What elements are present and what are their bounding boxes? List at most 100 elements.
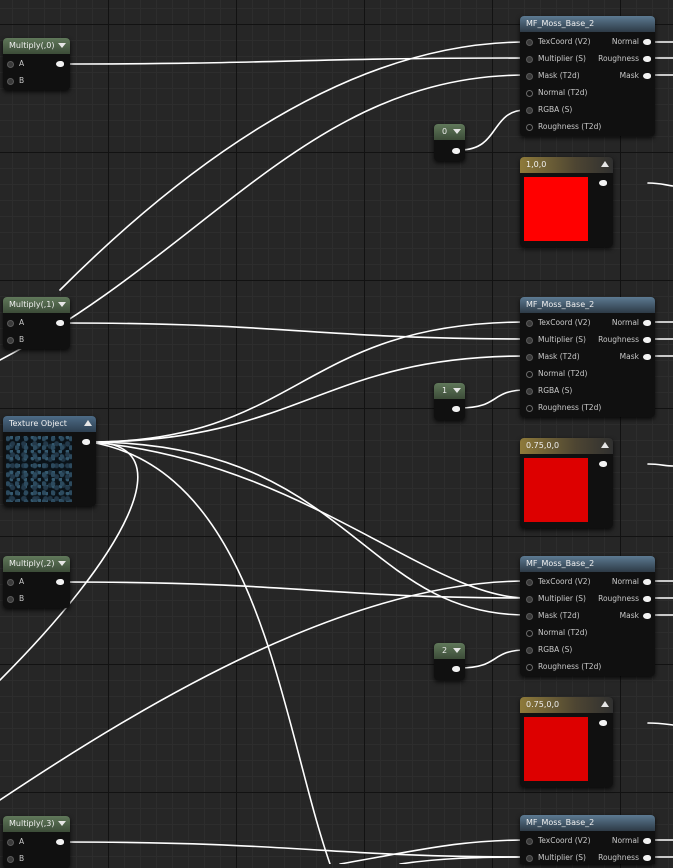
input-pin-a[interactable]: A — [7, 59, 24, 69]
input-pin-a[interactable]: A — [7, 837, 24, 847]
wire — [89, 321, 527, 443]
wire — [59, 41, 527, 291]
node-title: MF_Moss_Base_2 — [526, 19, 595, 28]
collapse-arrow-icon[interactable] — [58, 302, 66, 307]
output-pin-roughness[interactable]: Roughness — [598, 853, 651, 863]
output-pin-roughness[interactable]: Roughness — [598, 54, 651, 64]
material-function-node-2[interactable]: MF_Moss_Base_2 TexCoord (V2) Multiplier … — [520, 556, 655, 676]
node-title: Multiply(,2) — [9, 559, 55, 568]
wire — [647, 182, 673, 187]
constant-value: 0 — [442, 127, 448, 136]
input-pin-b[interactable]: B — [7, 854, 24, 864]
constant-value: 1 — [442, 386, 448, 395]
color-node-0[interactable]: 1,0,0 — [520, 157, 613, 247]
output-pin-mask[interactable]: Mask — [620, 71, 652, 81]
constant-value: 2 — [442, 646, 448, 655]
wire — [62, 57, 527, 65]
input-pin-multiplier[interactable]: Multiplier (S) — [526, 853, 586, 863]
output-pin[interactable] — [82, 439, 90, 445]
output-pin[interactable] — [56, 61, 64, 67]
texture-preview — [6, 436, 72, 502]
input-pin-a[interactable]: A — [7, 577, 24, 587]
collapse-arrow-icon[interactable] — [58, 43, 66, 48]
input-pin-mask[interactable]: Mask (T2d) — [526, 352, 580, 362]
output-pin[interactable] — [599, 720, 607, 726]
output-pin[interactable] — [452, 666, 460, 672]
wire — [89, 441, 331, 864]
node-title: Multiply(,3) — [9, 819, 55, 828]
output-pin-roughness[interactable]: Roughness — [598, 335, 651, 345]
collapse-arrow-icon[interactable] — [453, 648, 461, 653]
node-title: Texture Object — [9, 419, 67, 428]
color-node-2[interactable]: 0.75,0,0 — [520, 697, 613, 787]
node-title: 0.75,0,0 — [526, 700, 560, 709]
input-pin-roughness[interactable]: Roughness (T2d) — [526, 122, 601, 132]
constant-node-0[interactable]: 0 — [434, 124, 465, 161]
wire — [0, 74, 527, 361]
input-pin-b[interactable]: B — [7, 594, 24, 604]
output-pin-normal[interactable]: Normal — [612, 318, 652, 328]
input-pin-normal[interactable]: Normal (T2d) — [526, 369, 588, 379]
output-pin[interactable] — [56, 320, 64, 326]
constant-node-2[interactable]: 2 — [434, 643, 465, 680]
texture-object-node[interactable]: Texture Object — [3, 416, 96, 506]
input-pin-mask[interactable]: Mask (T2d) — [526, 71, 580, 81]
input-pin-b[interactable]: B — [7, 76, 24, 86]
node-title: MF_Moss_Base_2 — [526, 300, 595, 309]
output-pin-normal[interactable]: Normal — [612, 37, 652, 47]
wire — [647, 463, 673, 467]
color-swatch — [524, 177, 588, 241]
output-pin-normal[interactable]: Normal — [612, 577, 652, 587]
multiply-node-2[interactable]: Multiply(,2) A B — [3, 556, 70, 608]
collapse-arrow-icon[interactable] — [84, 420, 92, 426]
input-pin-rgba[interactable]: RGBA (S) — [526, 386, 572, 396]
output-pin[interactable] — [599, 461, 607, 467]
input-pin-normal[interactable]: Normal (T2d) — [526, 628, 588, 638]
multiply-node-0[interactable]: Multiply(,0) A B — [3, 38, 70, 90]
output-pin[interactable] — [452, 148, 460, 154]
multiply-node-1[interactable]: Multiply(,1) A B — [3, 297, 70, 349]
input-pin-mask[interactable]: Mask (T2d) — [526, 611, 580, 621]
output-pin[interactable] — [56, 839, 64, 845]
output-pin-mask[interactable]: Mask — [620, 352, 652, 362]
output-pin-mask[interactable]: Mask — [620, 611, 652, 621]
material-function-node-3[interactable]: MF_Moss_Base_2 TexCoord (V2) Multiplier … — [520, 815, 655, 864]
input-pin-roughness[interactable]: Roughness (T2d) — [526, 403, 601, 413]
wire — [647, 722, 673, 726]
output-pin-normal[interactable]: Normal — [612, 836, 652, 846]
input-pin-multiplier[interactable]: Multiplier (S) — [526, 594, 586, 604]
collapse-arrow-icon[interactable] — [58, 821, 66, 826]
collapse-arrow-icon[interactable] — [601, 701, 609, 707]
output-pin[interactable] — [56, 579, 64, 585]
input-pin-multiplier[interactable]: Multiplier (S) — [526, 335, 586, 345]
wire — [62, 322, 527, 340]
collapse-arrow-icon[interactable] — [601, 442, 609, 448]
color-swatch — [524, 717, 588, 781]
input-pin-texcoord[interactable]: TexCoord (V2) — [526, 836, 591, 846]
input-pin-texcoord[interactable]: TexCoord (V2) — [526, 37, 591, 47]
input-pin-multiplier[interactable]: Multiplier (S) — [526, 54, 586, 64]
output-pin[interactable] — [599, 180, 607, 186]
wire — [459, 649, 527, 669]
input-pin-texcoord[interactable]: TexCoord (V2) — [526, 577, 591, 587]
input-pin-a[interactable]: A — [7, 318, 24, 328]
material-function-node-1[interactable]: MF_Moss_Base_2 TexCoord (V2) Multiplier … — [520, 297, 655, 417]
collapse-arrow-icon[interactable] — [453, 388, 461, 393]
output-pin[interactable] — [452, 406, 460, 412]
collapse-arrow-icon[interactable] — [58, 561, 66, 566]
material-function-node-0[interactable]: MF_Moss_Base_2 TexCoord (V2) Multiplier … — [520, 16, 655, 136]
input-pin-b[interactable]: B — [7, 335, 24, 345]
collapse-arrow-icon[interactable] — [453, 129, 461, 134]
wire — [89, 441, 527, 616]
output-pin-roughness[interactable]: Roughness — [598, 594, 651, 604]
multiply-node-3[interactable]: Multiply(,3) A B — [3, 816, 70, 868]
color-node-1[interactable]: 0.75,0,0 — [520, 438, 613, 528]
collapse-arrow-icon[interactable] — [601, 161, 609, 167]
input-pin-normal[interactable]: Normal (T2d) — [526, 88, 588, 98]
input-pin-roughness[interactable]: Roughness (T2d) — [526, 662, 601, 672]
wire — [62, 581, 527, 599]
input-pin-rgba[interactable]: RGBA (S) — [526, 645, 572, 655]
input-pin-texcoord[interactable]: TexCoord (V2) — [526, 318, 591, 328]
constant-node-1[interactable]: 1 — [434, 383, 465, 420]
input-pin-rgba[interactable]: RGBA (S) — [526, 105, 572, 115]
